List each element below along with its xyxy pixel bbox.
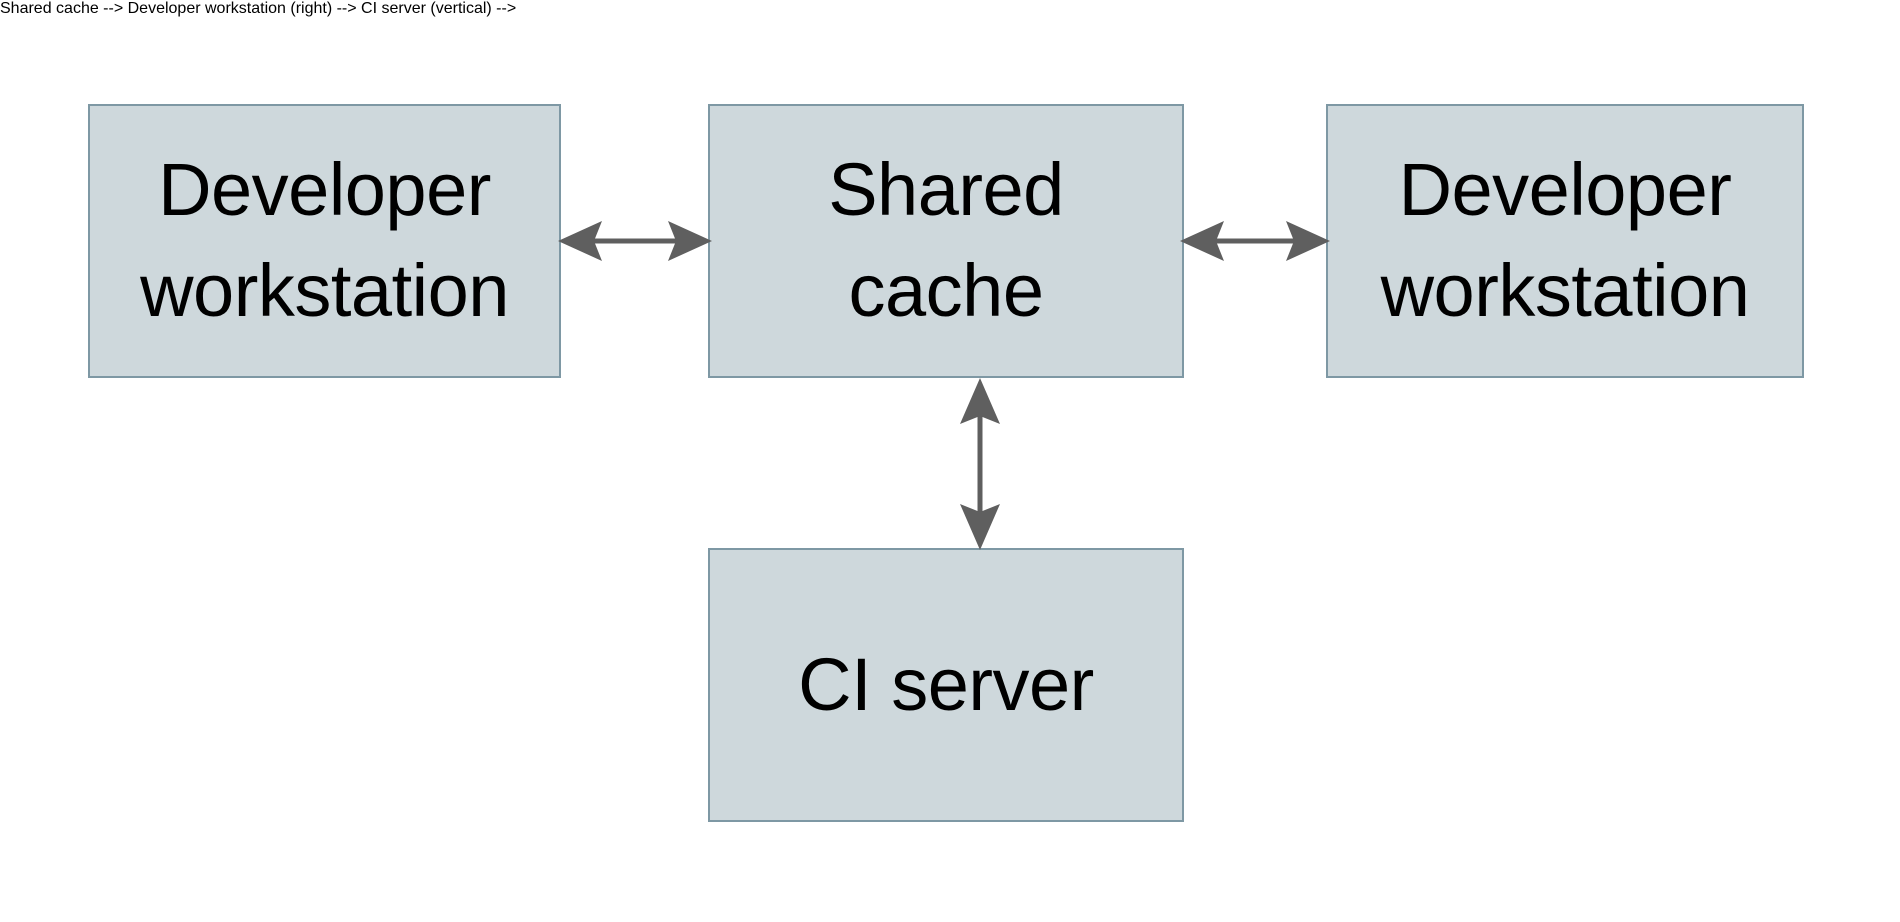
edge-shared-cache-to-developer-right [1178,206,1332,278]
node-label-ci-server: CI server [798,642,1094,726]
node-developer-workstation-left[interactable]: Developer workstation [88,104,561,378]
node-shared-cache[interactable]: Shared cache [708,104,1184,378]
double-headed-arrow-icon [960,378,1000,550]
double-headed-arrow-icon [558,221,712,261]
node-developer-workstation-right[interactable]: Developer workstation [1326,104,1804,378]
node-label-developer-workstation-right: Developer workstation [1380,148,1750,332]
node-label-developer-workstation-left: Developer workstation [140,148,509,332]
double-headed-arrow-icon [1180,221,1330,261]
node-ci-server[interactable]: CI server [708,548,1184,822]
node-label-shared-cache: Shared cache [828,148,1064,332]
edge-shared-cache-to-ci-server [944,374,1016,554]
edge-developer-left-to-shared-cache [556,206,714,278]
